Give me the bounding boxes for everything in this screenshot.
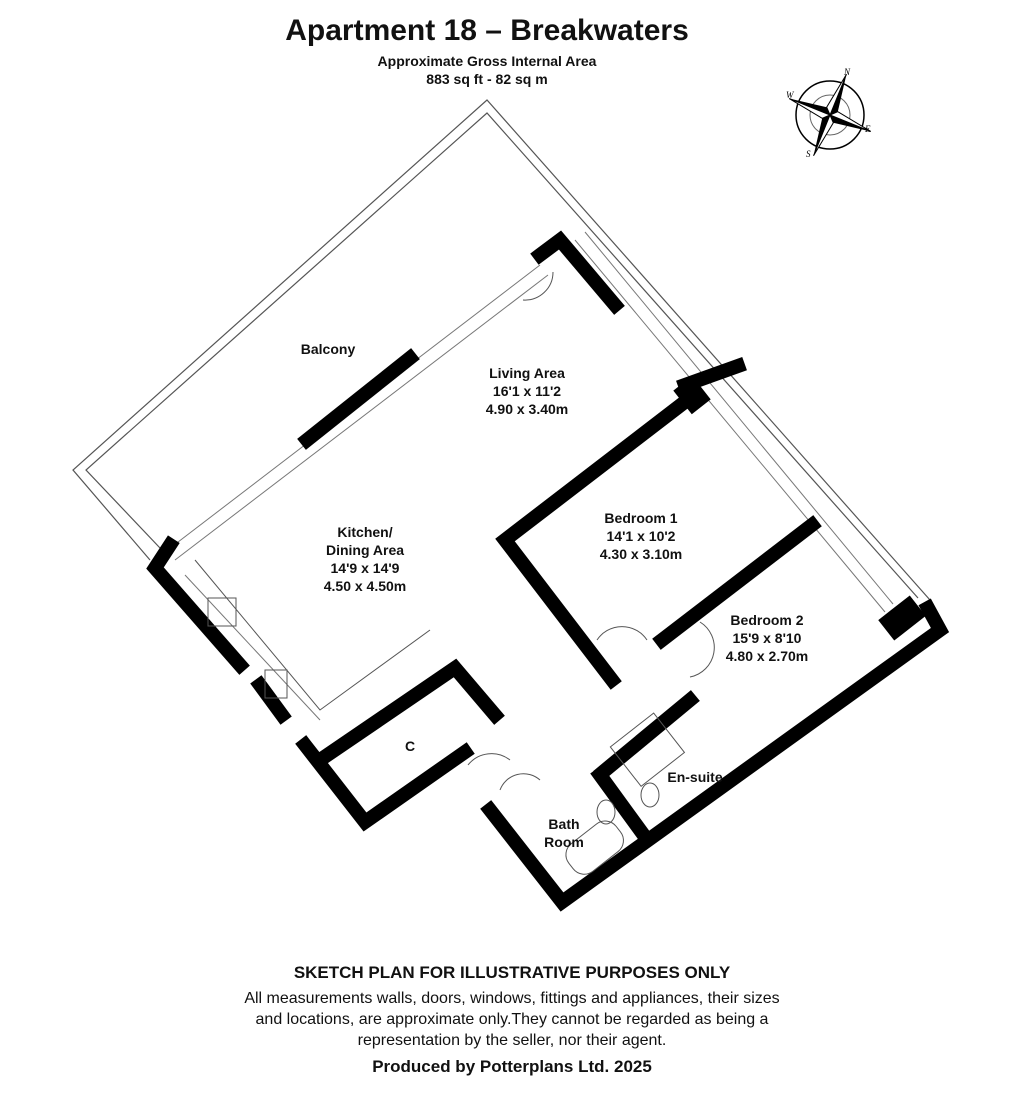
room-metric: 4.80 x 2.70m: [725, 648, 809, 664]
room-metric: 4.30 x 3.10m: [599, 546, 683, 562]
compass-s: S: [806, 149, 811, 159]
room-living: Living Area 16'1 x 11'2 4.90 x 3.40m: [486, 364, 569, 418]
room-name: Balcony: [300, 341, 356, 357]
hob-icon: [207, 597, 237, 627]
room-name: Bedroom 2: [730, 612, 804, 628]
room-name: Living Area: [489, 365, 565, 381]
room-kitchen: Kitchen/ Dining Area 14'9 x 14'9 4.50 x …: [324, 523, 407, 595]
balcony-outline: [72, 99, 931, 601]
door-swing: [467, 753, 511, 766]
compass-n: N: [843, 67, 851, 77]
room-cupboard: C: [405, 737, 415, 755]
door-swing: [522, 271, 554, 301]
room-name-2: Dining Area: [325, 542, 405, 558]
room-imperial: 14'9 x 14'9: [330, 560, 400, 576]
compass-e: E: [864, 124, 871, 134]
area-label: Approximate Gross Internal Area: [377, 53, 597, 69]
shower-tray: [609, 712, 686, 788]
room-name: Kitchen/: [337, 524, 393, 540]
producer-credit: Produced by Potterplans Ltd. 2025: [372, 1057, 652, 1076]
room-imperial: 14'1 x 10'2: [606, 528, 676, 544]
sink-icon: [264, 669, 288, 699]
compass-w: W: [786, 90, 795, 100]
walls: [146, 230, 950, 912]
door-swing: [689, 621, 715, 678]
room-bedroom1: Bedroom 1 14'1 x 10'2 4.30 x 3.10m: [600, 509, 683, 563]
door-swing: [596, 626, 648, 641]
room-imperial: 16'1 x 11'2: [492, 383, 562, 399]
room-balcony: Balcony: [301, 340, 355, 358]
disclaimer-heading: SKETCH PLAN FOR ILLUSTRATIVE PURPOSES ON…: [293, 963, 731, 982]
disclaimer-line: representation by the seller, nor their …: [357, 1032, 667, 1049]
toilet-icon: [596, 799, 616, 825]
kitchen-units: [194, 271, 715, 875]
room-name-2: Room: [544, 834, 584, 850]
page-title: Apartment 18 – Breakwaters: [285, 14, 689, 47]
disclaimer-line: All measurements walls, doors, windows, …: [244, 990, 780, 1007]
room-metric: 4.50 x 4.50m: [323, 578, 407, 594]
room-metric: 4.90 x 3.40m: [485, 401, 569, 417]
bath-tub: [565, 820, 624, 875]
area-value: 883 sq ft - 82 sq m: [426, 71, 548, 87]
room-name: En-suite: [667, 769, 723, 785]
room-name: C: [404, 738, 416, 754]
disclaimer-line: and locations, are approximate only.They…: [255, 1011, 769, 1028]
door-swing: [499, 773, 541, 791]
room-imperial: 15'9 x 8'10: [732, 630, 802, 646]
room-name: Bedroom 1: [604, 510, 678, 526]
room-ensuite: En-suite: [667, 768, 722, 786]
room-bedroom2: Bedroom 2 15'9 x 8'10 4.80 x 2.70m: [726, 611, 809, 665]
room-bathroom: Bath Room: [544, 815, 584, 851]
compass-icon: N E S W: [786, 67, 872, 159]
room-name: Bath: [548, 816, 580, 832]
toilet-icon: [640, 782, 660, 808]
